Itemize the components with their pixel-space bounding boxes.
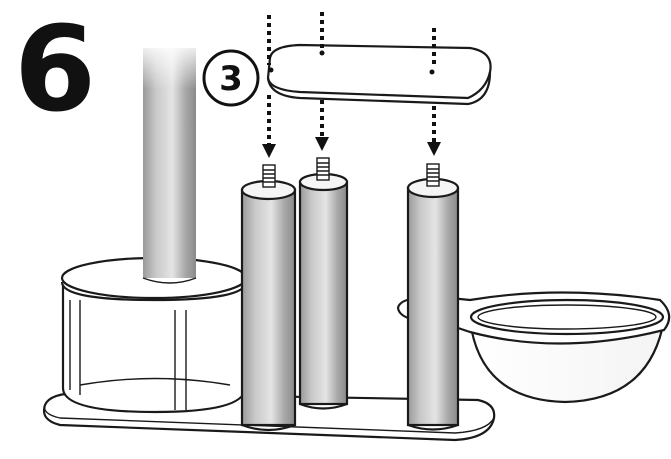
part-callout: 3 bbox=[202, 49, 260, 107]
pillar-right bbox=[406, 163, 460, 431]
center-column bbox=[140, 40, 200, 284]
insertion-arrows bbox=[267, 12, 436, 145]
cup-holder bbox=[396, 291, 671, 404]
part-number-label: 3 bbox=[219, 59, 243, 99]
round-platform bbox=[60, 256, 248, 414]
pillar-middle bbox=[298, 157, 349, 410]
step-number: 6 bbox=[14, 0, 96, 138]
top-plate bbox=[266, 43, 492, 106]
arrow-heads bbox=[262, 137, 441, 158]
pillar-left bbox=[240, 164, 297, 432]
